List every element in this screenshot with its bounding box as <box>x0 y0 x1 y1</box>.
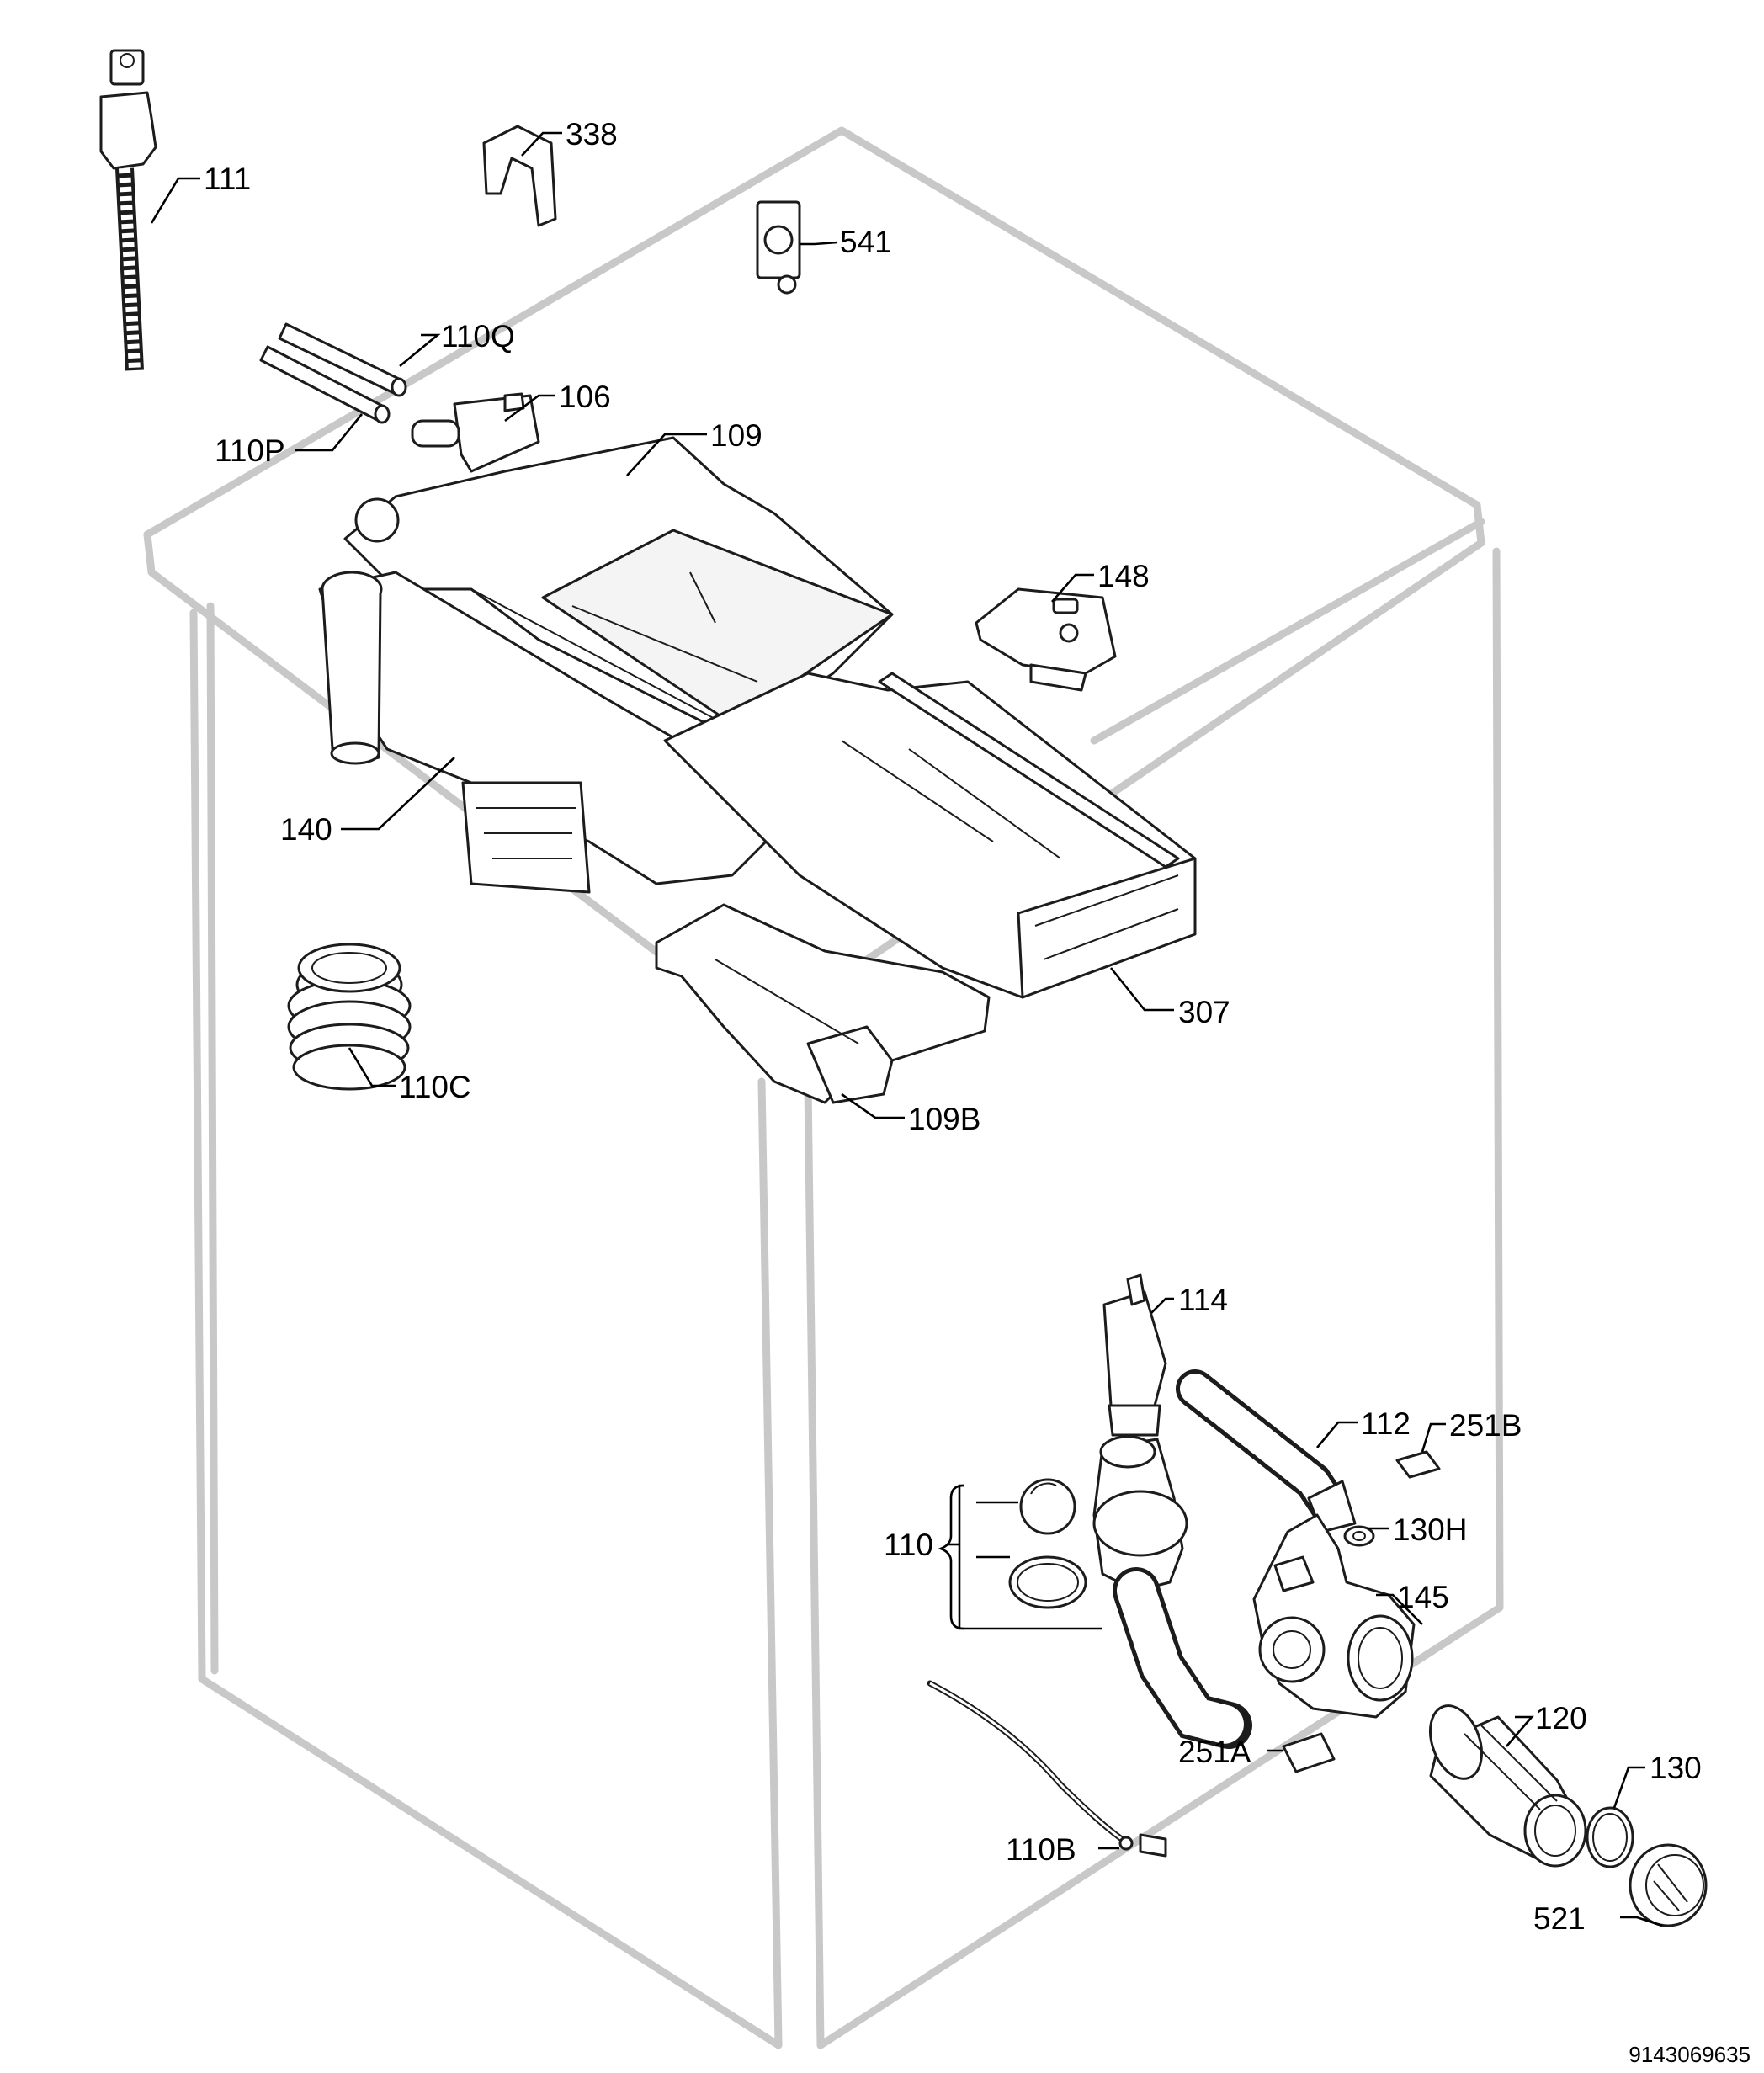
group-110-brace <box>938 1484 964 1630</box>
part-106-valve <box>411 392 540 473</box>
part-145-pump-housing <box>1252 1513 1416 1719</box>
part-112-drain-hose <box>1176 1369 1357 1533</box>
part-130H-grommet <box>1343 1525 1375 1547</box>
label-140: 140 <box>280 812 332 847</box>
label-110B: 110B <box>1006 1832 1076 1867</box>
part-338-clip <box>482 125 557 227</box>
label-110: 110 <box>884 1528 933 1562</box>
part-110Q-110P-tubes <box>259 322 407 424</box>
part-130-o-ring <box>1586 1806 1634 1868</box>
part-148-latch <box>975 587 1117 692</box>
cabinet-outline <box>143 126 1504 2049</box>
part-307-drawer <box>663 672 1197 999</box>
part-541-bracket <box>756 200 801 295</box>
label-110C: 110C <box>399 1070 471 1104</box>
part-110B-wire <box>927 1680 1167 1858</box>
part-521-cap <box>1629 1843 1708 1927</box>
callout-labels: 111 338 541 110Q 106 110P 109 148 140 30… <box>204 117 1702 1936</box>
label-114: 114 <box>1178 1283 1228 1317</box>
label-111: 111 <box>204 162 251 196</box>
part-110C-bellows-seal <box>287 943 412 1091</box>
label-251A: 251A <box>1178 1735 1251 1769</box>
part-251B-clip <box>1395 1450 1441 1479</box>
part-109-dispenser-housing <box>343 436 894 734</box>
label-110Q: 110Q <box>441 319 515 353</box>
label-106: 106 <box>559 380 611 414</box>
part-111-inlet-hose <box>99 49 157 371</box>
label-338: 338 <box>566 117 618 151</box>
label-130: 130 <box>1650 1751 1702 1785</box>
part-120-filter <box>1429 1704 1587 1868</box>
label-307: 307 <box>1178 995 1230 1029</box>
label-120: 120 <box>1535 1701 1587 1735</box>
label-109: 109 <box>710 418 762 453</box>
label-541: 541 <box>840 225 892 259</box>
part-110-sump-assembly <box>1008 1435 1252 1749</box>
part-114-air-chamber <box>1102 1273 1167 1437</box>
drawing-code: 9143069635 <box>1629 2042 1751 2067</box>
label-110P: 110P <box>215 433 285 468</box>
label-145: 145 <box>1397 1580 1449 1614</box>
label-148: 148 <box>1097 559 1150 593</box>
label-109B: 109B <box>908 1102 980 1136</box>
part-251A-clip <box>1282 1732 1336 1773</box>
label-130H: 130H <box>1393 1512 1467 1547</box>
leader-lines <box>150 131 1663 1927</box>
label-251B: 251B <box>1449 1408 1522 1443</box>
part-109B-lower-duct <box>655 903 991 1104</box>
label-112: 112 <box>1361 1406 1411 1441</box>
label-521: 521 <box>1533 1901 1586 1936</box>
part-140-housing-body <box>318 571 776 894</box>
